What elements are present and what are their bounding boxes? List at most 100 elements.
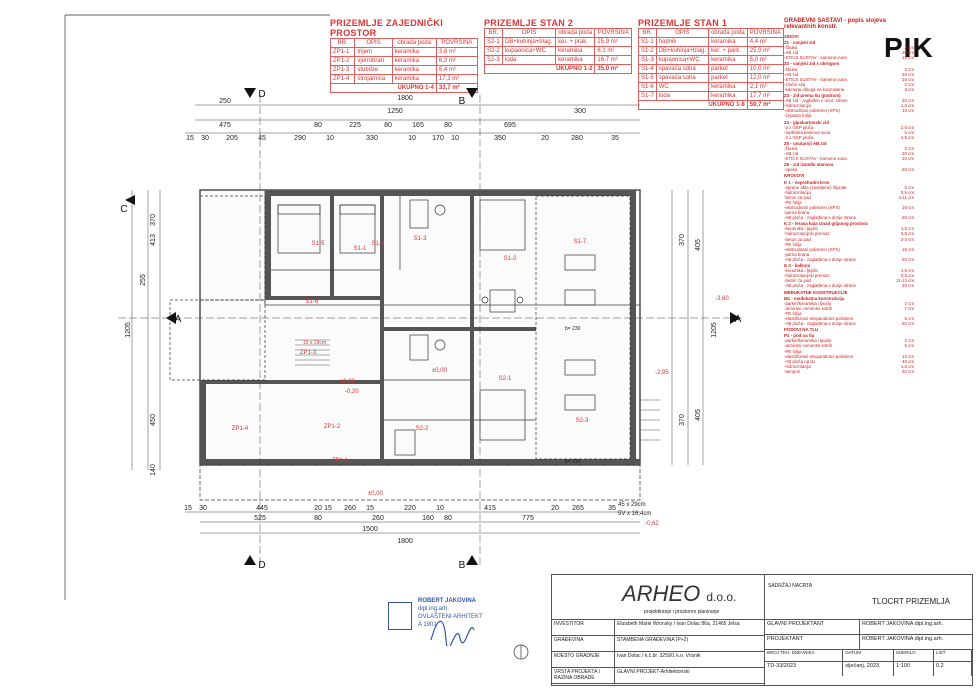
- layer-value: 16 cm: [902, 246, 914, 252]
- section-marker: D: [258, 560, 265, 571]
- layer-line: -ekstrudirani polistiren (XPS)16 cm: [784, 247, 914, 252]
- layer-name: -žbuka: [784, 66, 798, 72]
- layer-line: -armirani cementni estrih 6 cm: [784, 343, 914, 348]
- dimension-label: 205: [226, 135, 238, 142]
- signature-icon: [430, 620, 475, 646]
- dimension-label: 80: [314, 515, 322, 522]
- title-bottom-value: TD-33/2023: [765, 662, 844, 676]
- stamp-name: ROBERT JAKOVINA: [418, 598, 477, 604]
- layer-line: -PE folija: [784, 349, 914, 354]
- title-row-label: INVESTITOR: [552, 620, 615, 635]
- title-bottom-label: LIST: [934, 649, 972, 661]
- dimension-label: 370: [150, 214, 157, 226]
- layer-name: -elastificirani ekspandirani polistiren: [784, 315, 854, 321]
- layer-value: 5 cm: [904, 184, 914, 190]
- section-marker: B: [459, 560, 466, 571]
- company-suffix: d.o.o.: [706, 590, 737, 604]
- layer-value: 2-3 cm: [900, 236, 914, 242]
- dimension-label: 475: [219, 122, 231, 129]
- dimension-label: 10: [326, 135, 334, 142]
- layer-line: Z2 - vanjski zid s obrogom: [784, 61, 914, 66]
- architect-stamp: ROBERT JAKOVINA dipl.ing.arh. OVLAŠTENI …: [388, 596, 488, 650]
- layer-name: Z6 - zid između stanova: [784, 162, 834, 168]
- layer-name: M1 - međukatna konstrukcija: [784, 295, 845, 301]
- stair-note-2: 45 x 29cm: [618, 502, 646, 508]
- layer-name: -ekstrudirani polistiren (XPS): [784, 205, 840, 210]
- layer-line: Z4 - gipskartonski zid: [784, 120, 914, 125]
- layer-name: -tampon: [784, 368, 801, 374]
- layer-name: -AB ploča - zaglađena s donje strane: [784, 215, 857, 221]
- layer-name: -parket/keramika i ljepilo: [784, 338, 832, 344]
- room-label: S1-7: [574, 239, 587, 245]
- section-marker: D: [258, 89, 265, 100]
- dimension-label: 445: [256, 505, 268, 512]
- layer-name: Z1 - vanjski zid: [784, 40, 816, 46]
- stair-note: 15 x 29cm: [303, 340, 326, 346]
- layer-name: -toplinska kamena vuna: [784, 129, 831, 135]
- stamp-role: OVLAŠTENI ARHITEKT: [418, 614, 483, 620]
- layer-line: ZIDOVI: [784, 34, 914, 39]
- title-block: ARHEO d.o.o. projektiranje i prostorno p…: [551, 574, 973, 686]
- layer-name: ZIDOVI: [784, 34, 799, 39]
- layer-name: -čepasta folija: [784, 113, 812, 119]
- layer-name: P1 - pod na tlu: [784, 333, 815, 339]
- dimension-label: 15: [366, 505, 374, 512]
- room-label: ZP1-4: [232, 426, 249, 432]
- layer-value: 2,5 cm: [900, 134, 914, 140]
- layer-name: -beton za pad: [784, 278, 811, 284]
- layer-value: 20 cm: [902, 167, 914, 173]
- level-label: -3,60: [715, 296, 729, 302]
- layer-line: K 1 - neprohodni krov: [784, 180, 914, 185]
- layer-name: -AB zid: [784, 151, 799, 157]
- layer-name: -parna brana: [784, 210, 810, 216]
- room-label: S2-3: [576, 418, 589, 424]
- layer-value: 15 cm: [902, 76, 914, 82]
- dimension-label: 225: [349, 122, 361, 129]
- layer-line: -PE folija: [784, 242, 914, 247]
- dimension-label: 450: [150, 414, 157, 426]
- layer-name: -hidroizolacija: [784, 103, 811, 109]
- layer-value: 20 cm: [902, 321, 914, 327]
- title-bottom-label: MJERILO: [894, 649, 934, 661]
- dimension-label: 15: [184, 505, 192, 512]
- room-label: ZP1-2: [324, 424, 341, 430]
- layer-value: 0,5 cm: [900, 273, 914, 279]
- layer-line: Z1 - vanjski zid: [784, 40, 914, 45]
- layer-name: -armirani cementni estrih: [784, 343, 833, 349]
- room-label: S2-2: [416, 426, 429, 432]
- layer-value: 6 cm: [904, 343, 914, 349]
- level-label: -2,95: [655, 370, 669, 376]
- title-bottom-label: BROJ TEH. DNEVNIKA: [765, 649, 844, 661]
- layer-line: Z3 - zid prema tlu (podrum): [784, 93, 914, 98]
- title-bottom-value: 0.2: [934, 662, 972, 676]
- dimension-label: 300: [574, 108, 586, 115]
- layer-name: -keramika i ljepilo: [784, 226, 818, 232]
- layer-name: -armirani cementni estrih: [784, 305, 833, 311]
- stamp-emblem-icon: [388, 602, 412, 630]
- layer-name: -AB zid: [784, 50, 799, 56]
- layer-line: K 3 - balkoni: [784, 263, 914, 268]
- dimension-label: 20: [551, 505, 559, 512]
